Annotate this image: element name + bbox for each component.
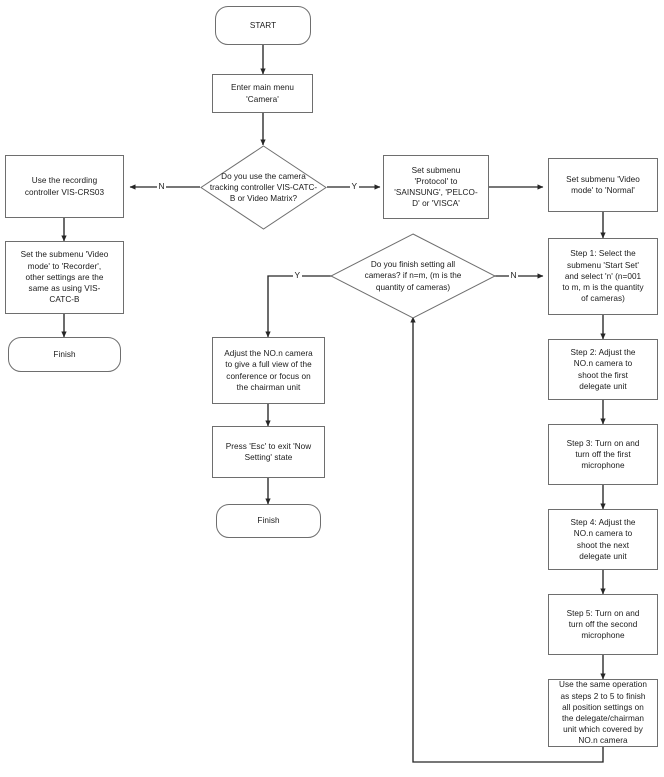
node-decision-finish-all[interactable]: Do you finish setting all cameras? if n=…: [330, 233, 496, 319]
node-step4-label: Step 4: Adjust the NO.n camera to shoot …: [570, 518, 636, 561]
edge-label-tracking-no: N: [157, 181, 167, 191]
node-step3-label: Step 3: Turn on and turn off the first m…: [566, 438, 640, 471]
node-decision-tracking[interactable]: Do you use the camera tracking controlle…: [200, 145, 327, 230]
node-start[interactable]: START: [215, 6, 311, 45]
node-use-recorder[interactable]: Use the recording controller VIS-CRS03: [5, 155, 124, 218]
node-step4[interactable]: Step 4: Adjust the NO.n camera to shoot …: [548, 509, 658, 570]
node-set-protocol[interactable]: Set submenu 'Protocol' to 'SAINSUNG', 'P…: [383, 155, 489, 219]
node-same-operation[interactable]: Use the same operation as steps 2 to 5 t…: [548, 679, 658, 747]
node-step2[interactable]: Step 2: Adjust the NO.n camera to shoot …: [548, 339, 658, 400]
node-set-video-normal-label: Set submenu 'Video mode' to 'Normal': [566, 174, 640, 195]
node-finish-middle[interactable]: Finish: [216, 504, 321, 538]
node-enter-main-menu-label: Enter main menu 'Camera': [230, 83, 295, 104]
node-decision-tracking-label: Do you use the camera tracking controlle…: [209, 171, 318, 204]
edge-label-tracking-yes: Y: [350, 181, 359, 191]
edge-label-finish-all-yes: Y: [293, 270, 302, 280]
node-use-recorder-label: Use the recording controller VIS-CRS03: [24, 176, 105, 197]
node-set-protocol-label: Set submenu 'Protocol' to 'SAINSUNG', 'P…: [394, 165, 478, 209]
node-set-video-normal[interactable]: Set submenu 'Video mode' to 'Normal': [548, 158, 658, 212]
node-press-esc[interactable]: Press 'Esc' to exit 'Now Setting' state: [212, 426, 325, 478]
node-set-video-recorder[interactable]: Set the submenu 'Video mode' to 'Recorde…: [5, 241, 124, 314]
node-adjust-full-view-label: Adjust the NO.n camera to give a full vi…: [224, 349, 313, 392]
node-finish-left[interactable]: Finish: [8, 337, 121, 372]
node-step1-label: Step 1: Select the submenu 'Start Set' a…: [562, 249, 644, 304]
node-step1[interactable]: Step 1: Select the submenu 'Start Set' a…: [548, 238, 658, 315]
node-enter-main-menu[interactable]: Enter main menu 'Camera': [212, 74, 313, 113]
node-press-esc-label: Press 'Esc' to exit 'Now Setting' state: [225, 441, 312, 462]
node-adjust-full-view[interactable]: Adjust the NO.n camera to give a full vi…: [212, 337, 325, 404]
node-step2-label: Step 2: Adjust the NO.n camera to shoot …: [570, 348, 636, 391]
node-same-operation-label: Use the same operation as steps 2 to 5 t…: [558, 680, 648, 746]
node-step5-label: Step 5: Turn on and turn off the second …: [566, 608, 640, 641]
node-finish-left-label: Finish: [53, 349, 76, 359]
decision-finish-all-shape: [330, 233, 496, 319]
node-finish-middle-label: Finish: [257, 516, 280, 526]
node-step3[interactable]: Step 3: Turn on and turn off the first m…: [548, 424, 658, 485]
node-decision-finish-all-label: Do you finish setting all cameras? if n=…: [364, 260, 462, 292]
node-step5[interactable]: Step 5: Turn on and turn off the second …: [548, 594, 658, 655]
edge-label-finish-all-no: N: [509, 270, 519, 280]
node-start-label: START: [249, 20, 277, 30]
node-set-video-recorder-label: Set the submenu 'Video mode' to 'Recorde…: [20, 250, 109, 305]
decision-tracking-shape: [200, 145, 327, 230]
